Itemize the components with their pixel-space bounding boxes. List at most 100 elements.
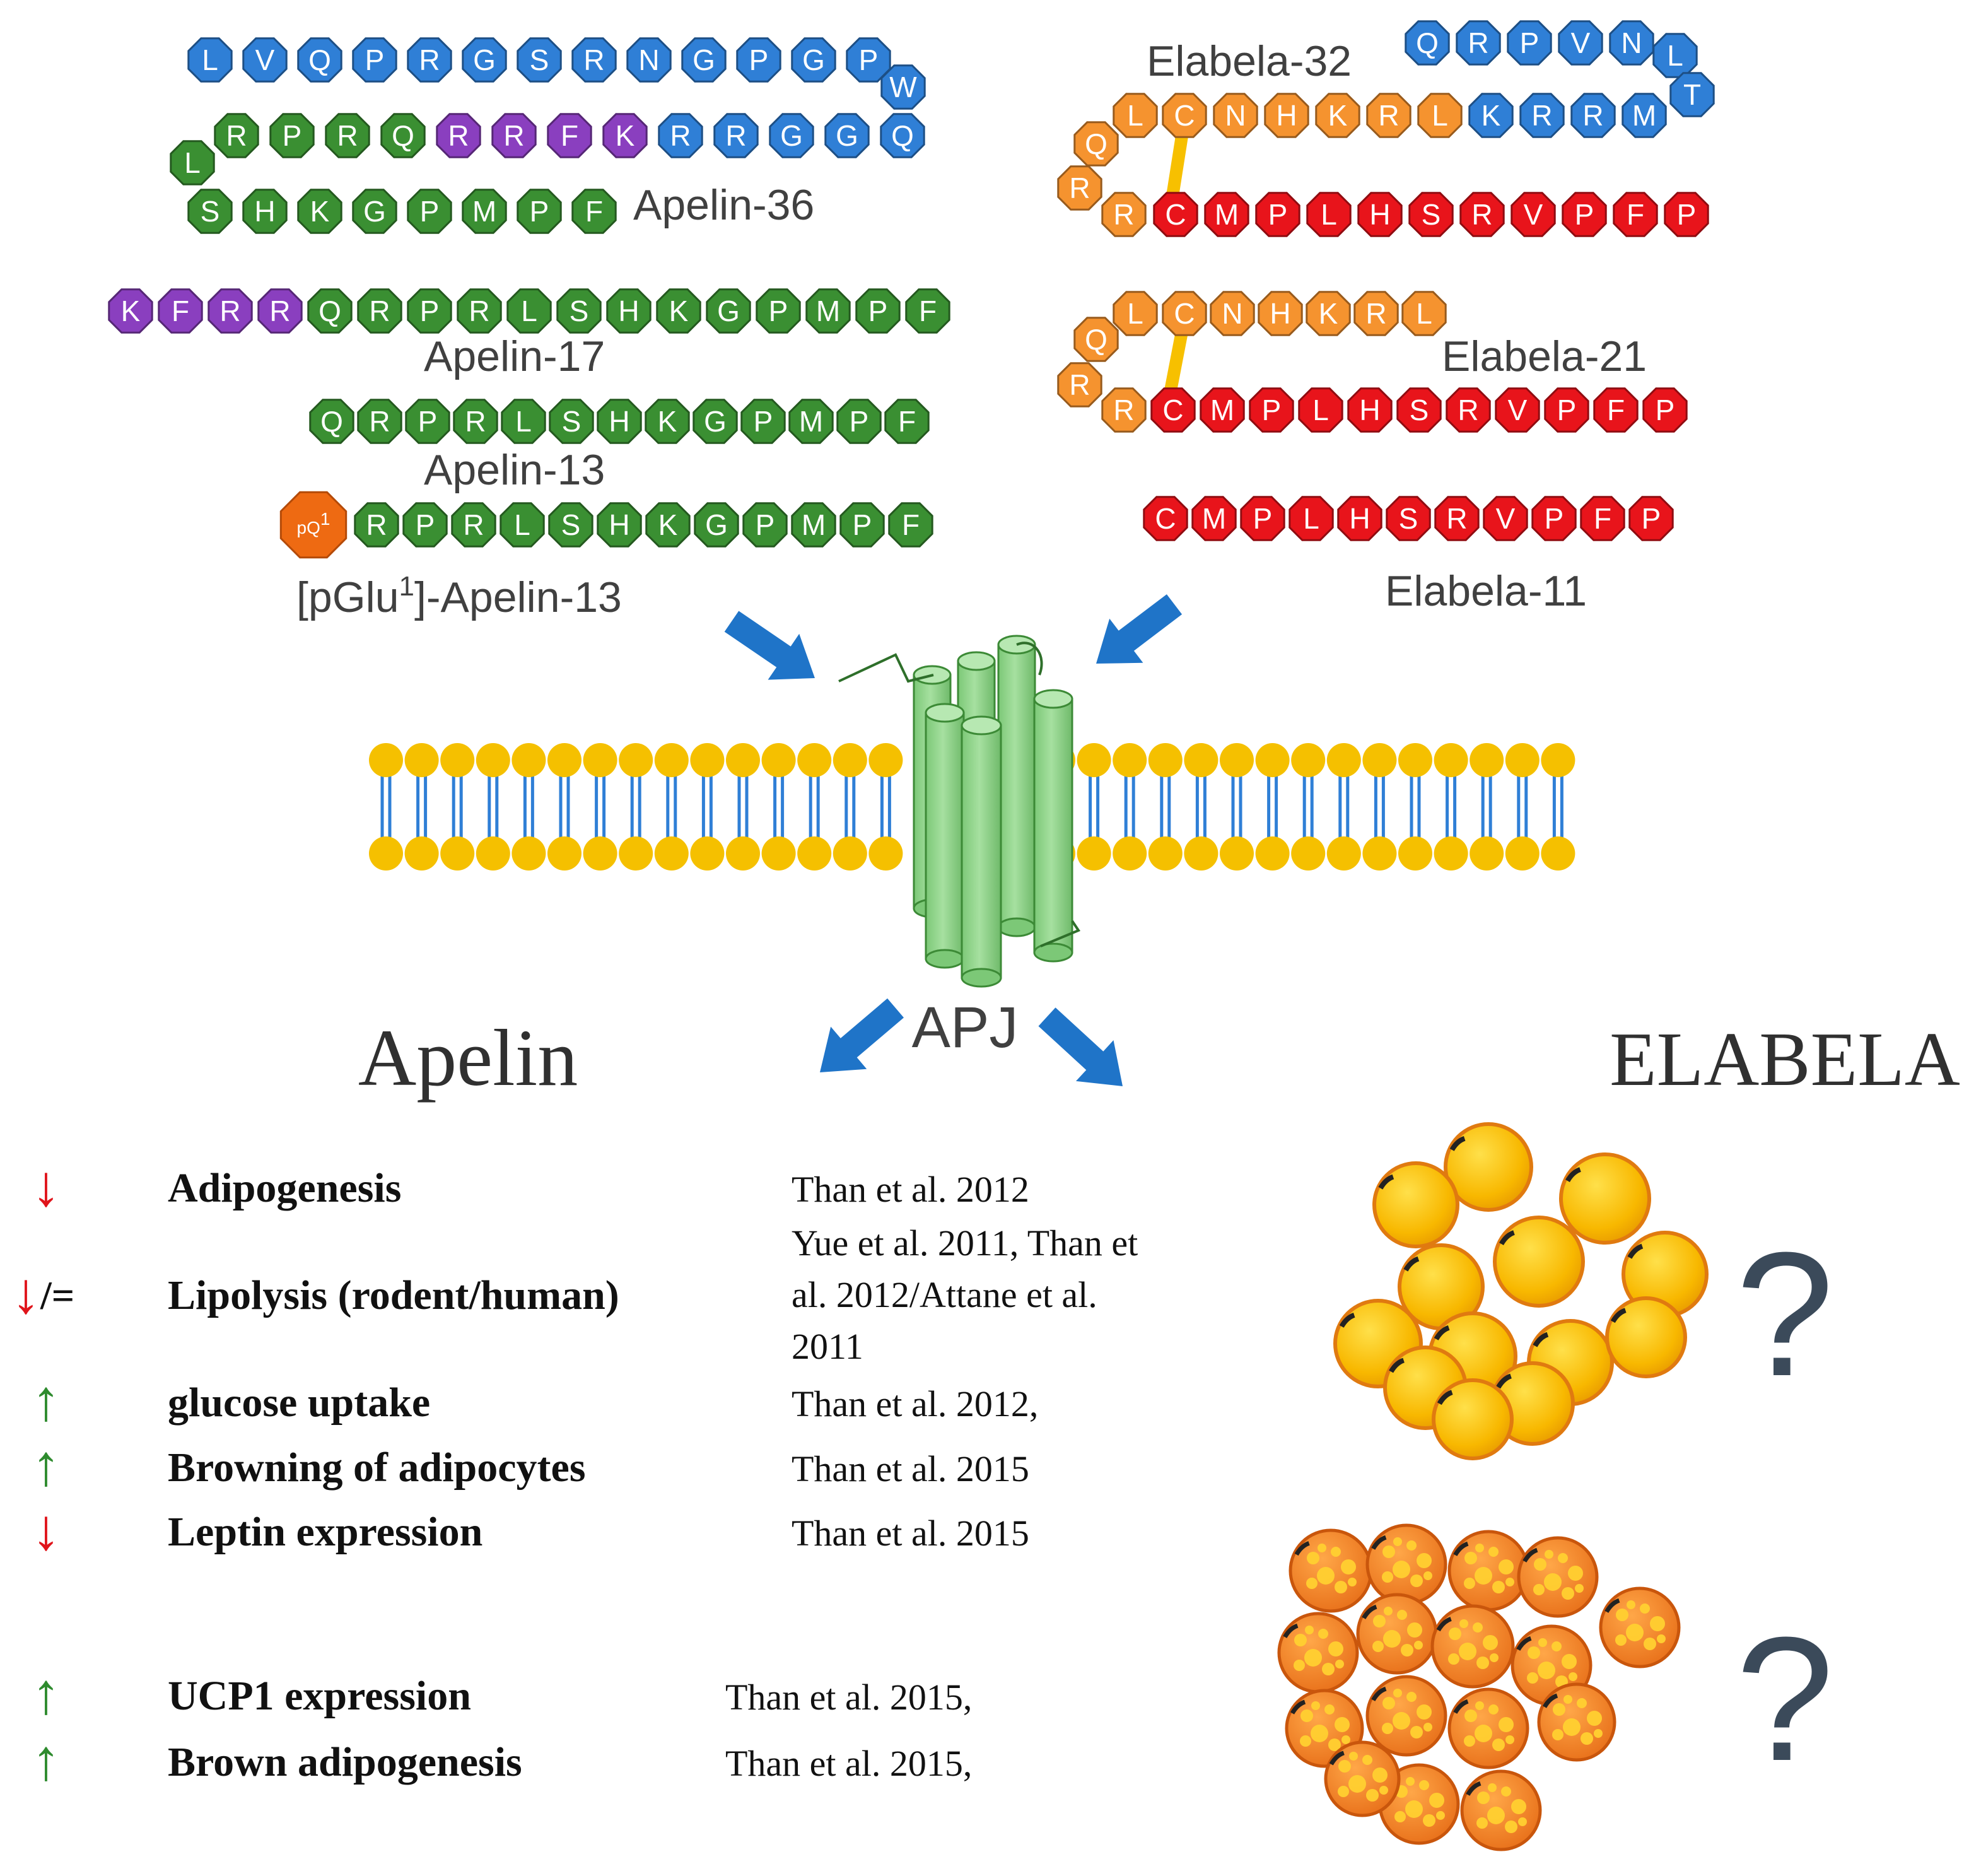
residue-r: R [1434, 496, 1480, 541]
effect-reference: Than et al. 2015 [792, 1513, 1029, 1554]
svg-text:K: K [121, 295, 141, 327]
svg-text:P: P [420, 195, 440, 228]
effect-label: Browning of adipocytes [168, 1445, 586, 1491]
svg-text:S: S [201, 195, 220, 228]
pglu-residue: pQ1 [279, 491, 348, 559]
svg-text:R: R [1458, 394, 1478, 426]
svg-text:P: P [365, 44, 385, 76]
white-adipocyte-cluster [1333, 1122, 1709, 1460]
svg-text:H: H [1349, 502, 1370, 535]
residue-p: P [1628, 496, 1674, 541]
question-mark-white: ? [1736, 1216, 1834, 1413]
svg-text:G: G [473, 44, 496, 76]
svg-text:L: L [202, 44, 218, 76]
svg-text:P: P [420, 295, 440, 327]
svg-text:G: G [705, 508, 728, 541]
svg-text:L: L [1321, 198, 1337, 231]
residue-h: H [1347, 387, 1393, 433]
residue-s: S [517, 37, 562, 83]
lipid-bilayer [369, 743, 1575, 871]
residue-r: R [453, 399, 498, 444]
label-apelin-17: Apelin-17 [424, 332, 605, 380]
residue-c: C [1153, 192, 1198, 237]
residue-p: P [1664, 192, 1709, 237]
label-elabela-21: Elabela-21 [1442, 332, 1647, 380]
residue-p: P [407, 288, 452, 334]
effect-reference: Than et al. 2015, [725, 1743, 972, 1784]
svg-text:R: R [583, 44, 604, 76]
svg-text:C: C [1165, 198, 1186, 231]
svg-text:V: V [1508, 394, 1528, 426]
brown-adipocyte [1324, 1740, 1401, 1817]
residue-r: R [357, 288, 402, 334]
svg-text:P: P [850, 405, 869, 438]
svg-text:R: R [369, 405, 390, 438]
residue-p: P [742, 502, 788, 548]
arrow-apj-to-elabela [1038, 1007, 1123, 1086]
residue-p: P [1562, 192, 1607, 237]
svg-text:R: R [1471, 198, 1492, 231]
svg-text:Q: Q [392, 119, 414, 152]
residue-m: M [1204, 192, 1249, 237]
effect-label: Lipolysis (rodent/human) [168, 1272, 619, 1318]
svg-text:P: P [769, 295, 788, 327]
disulfide-bonds [1162, 119, 1191, 405]
effect-reference: Yue et al. 2011, Than et [792, 1222, 1138, 1263]
svg-text:P: P [1545, 502, 1564, 535]
arrow-apelin-to-apj [724, 611, 815, 680]
svg-text:R: R [725, 119, 746, 152]
brown-adipocyte [1537, 1682, 1616, 1762]
residue-r: R [436, 113, 481, 158]
residue-k: K [1468, 93, 1514, 138]
residue-l: L [501, 399, 546, 444]
svg-text:L: L [184, 146, 201, 179]
svg-text:G: G [780, 119, 803, 152]
residue-h: H [606, 288, 652, 334]
residue-r: R [1456, 20, 1501, 66]
svg-text:S: S [1399, 502, 1418, 535]
residue-r: R [1570, 93, 1616, 138]
residue-v: V [1483, 496, 1528, 541]
residue-r: R [1057, 362, 1102, 407]
residue-t: T [1669, 72, 1715, 117]
residue-r: R [451, 502, 496, 548]
label-apelin-36: Apelin-36 [633, 181, 814, 229]
label-elabela-32: Elabela-32 [1147, 37, 1352, 85]
brown-adipocyte [1277, 1612, 1359, 1694]
svg-text:H: H [609, 405, 629, 438]
residue-p: P [1249, 387, 1294, 433]
svg-text:R: R [448, 119, 469, 152]
residue-v: V [242, 37, 288, 83]
svg-text:N: N [1621, 26, 1642, 59]
residue-v: V [1511, 192, 1556, 237]
residue-p: P [407, 189, 452, 234]
residue-k: K [645, 399, 690, 444]
svg-text:C: C [1155, 502, 1176, 535]
svg-text:R: R [369, 295, 390, 327]
residue-r: R [658, 113, 703, 158]
svg-text:L: L [1432, 99, 1448, 132]
svg-text:P: P [1557, 394, 1577, 426]
svg-text:R: R [1113, 198, 1134, 231]
svg-text:C: C [1174, 297, 1195, 330]
svg-text:K: K [1481, 99, 1501, 132]
label-apj: APJ [912, 995, 1019, 1060]
svg-text:R: R [469, 295, 489, 327]
residue-c: C [1150, 387, 1196, 433]
svg-text:F: F [1627, 198, 1644, 231]
svg-text:G: G [363, 195, 386, 228]
label-pglu-apelin-13: [pGlu1]-Apelin-13 [296, 571, 622, 621]
residue-q: Q [309, 399, 354, 444]
svg-text:K: K [658, 405, 677, 438]
residue-m: M [791, 502, 836, 548]
residue-r: R [571, 37, 617, 83]
down-arrow-icon: ↓ [11, 1261, 40, 1325]
white-adipocyte [1372, 1161, 1459, 1248]
svg-text:L: L [1127, 297, 1143, 330]
svg-text:L: L [1416, 297, 1432, 330]
up-arrow-icon: ↑ [32, 1662, 61, 1726]
